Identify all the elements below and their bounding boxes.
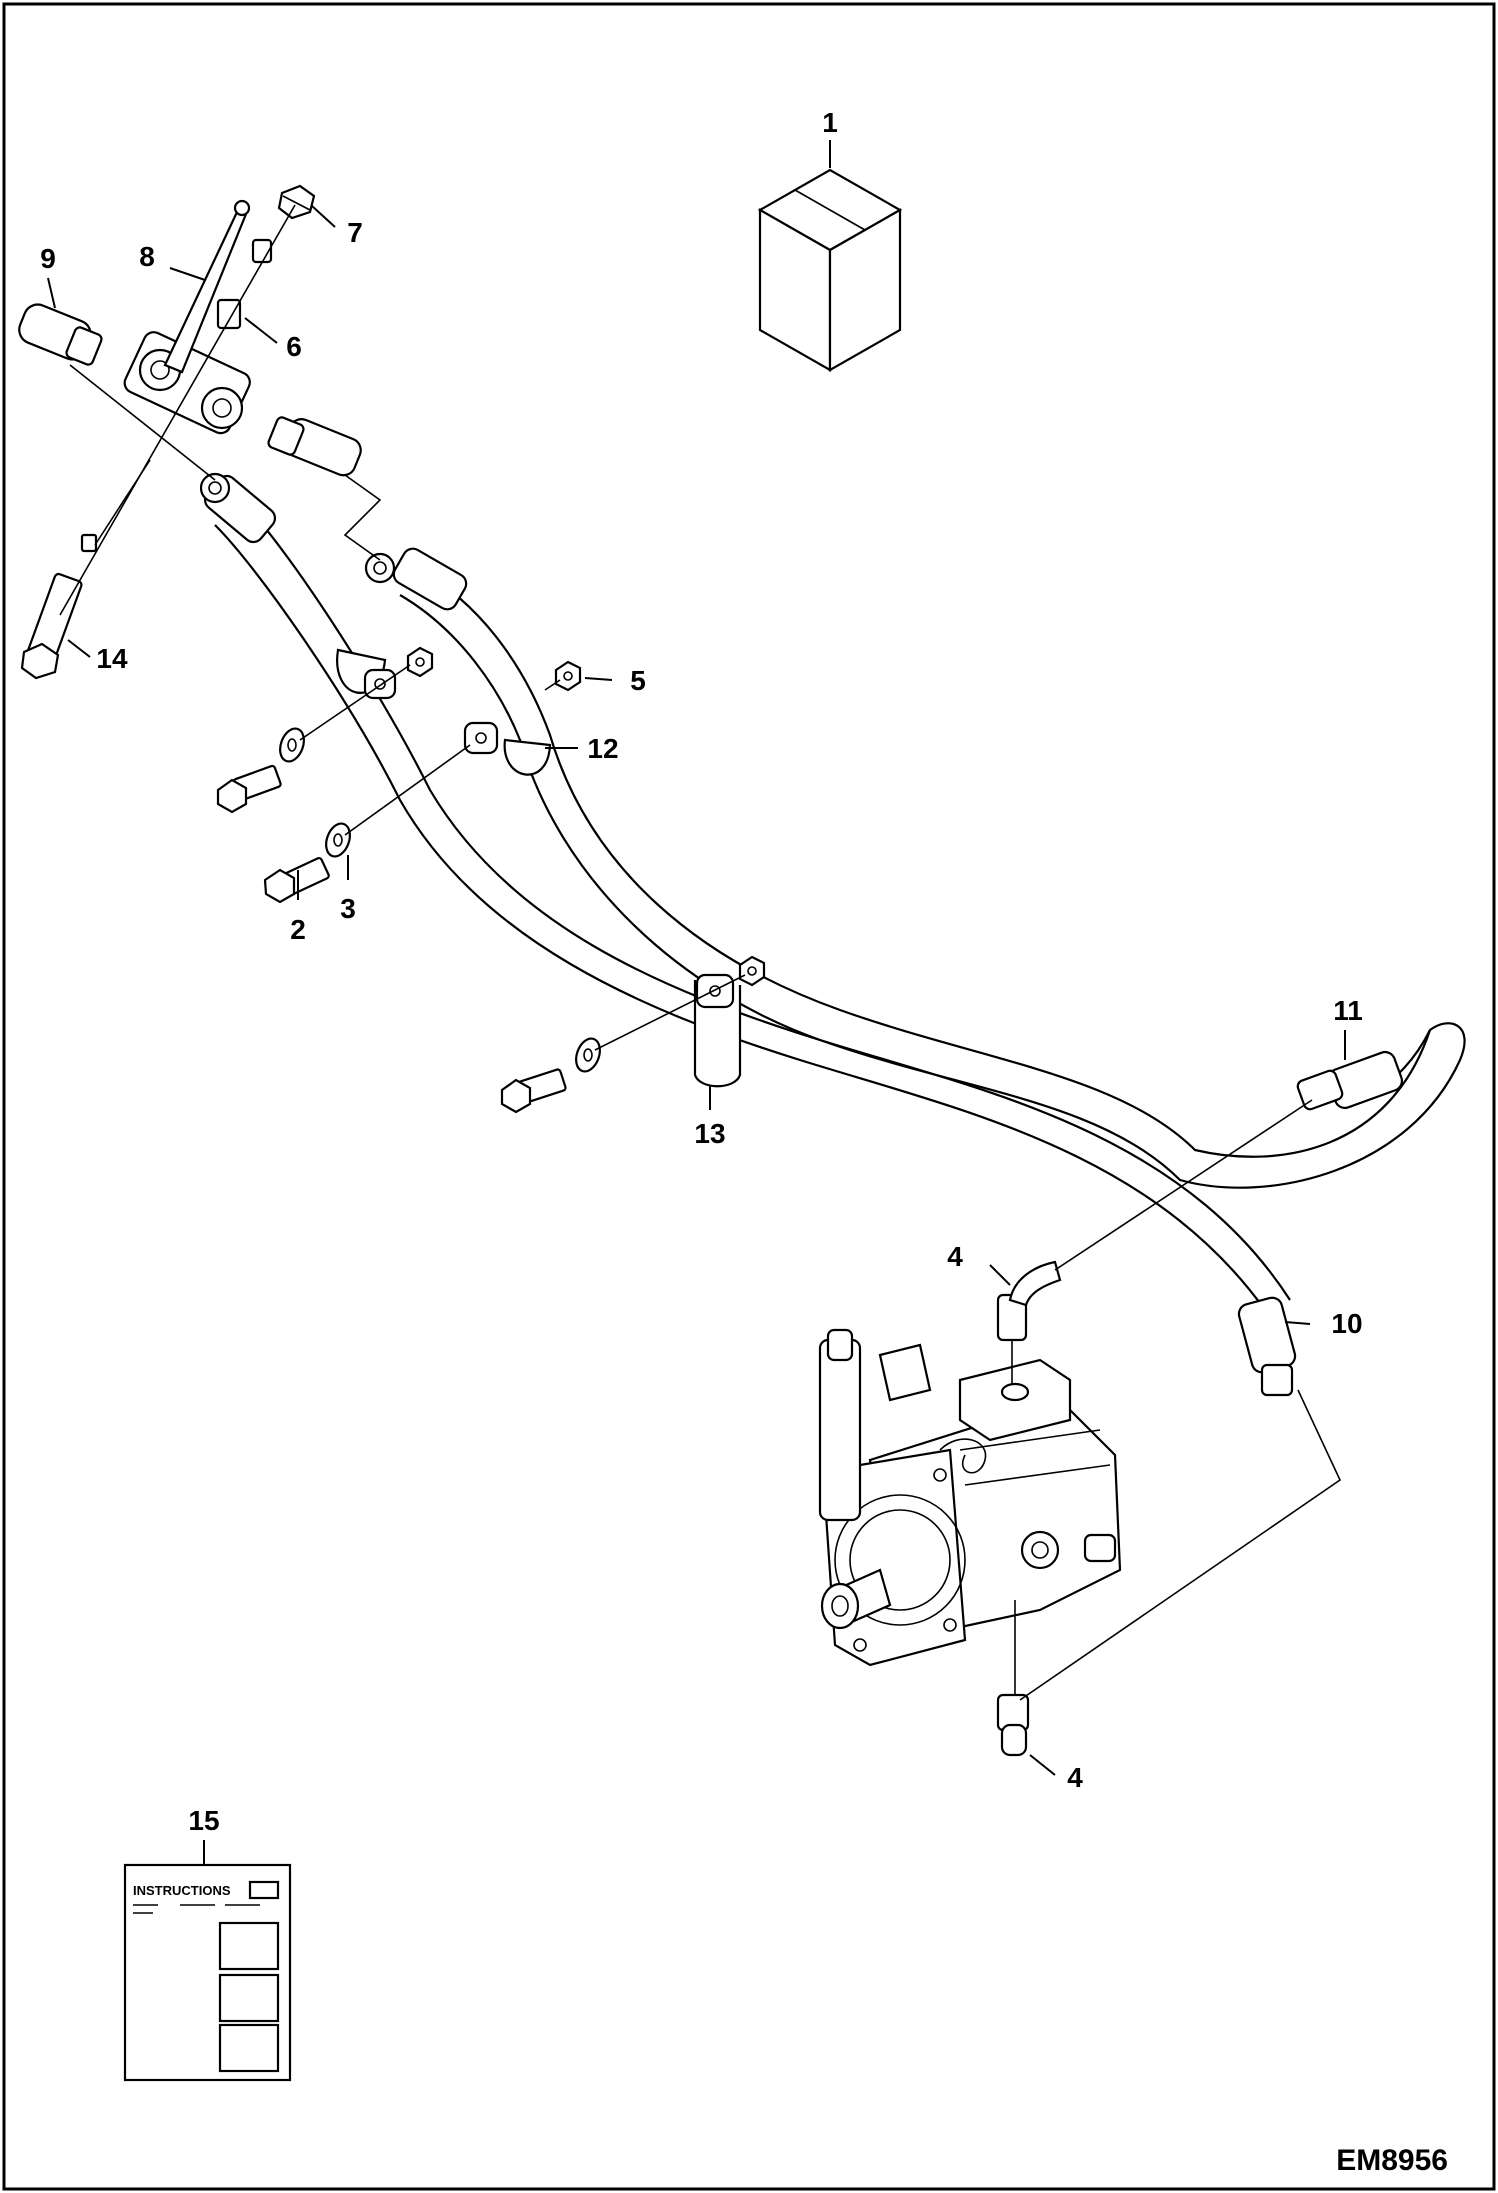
assembly-line-13	[594, 974, 746, 1051]
bolt-13	[500, 1068, 567, 1114]
callout-4-upper: 4	[947, 1241, 963, 1272]
callout-6: 6	[286, 331, 302, 362]
hose-fitting-11	[1296, 1050, 1404, 1111]
valve-fitting-line	[69, 364, 216, 481]
hose-fitting-upper-right	[364, 547, 468, 611]
nut-upper	[406, 646, 434, 678]
nut-13	[738, 955, 766, 987]
valve-nut-7	[277, 184, 316, 220]
bolt-2	[263, 857, 330, 904]
valve-bolt-line-2	[94, 459, 151, 546]
callout-11: 11	[1333, 995, 1363, 1026]
pump-line-11	[1054, 1099, 1313, 1271]
callout-13: 13	[694, 1118, 725, 1149]
callout-4-lower: 4	[1067, 1762, 1083, 1793]
hose-fitting-10	[1237, 1296, 1297, 1397]
callout-9: 9	[40, 243, 56, 274]
clamp-upper-left	[336, 648, 397, 700]
straight-fitting-4-lower	[996, 1693, 1030, 1757]
assembly-line-2	[344, 744, 471, 836]
hose-10	[214, 509, 1291, 1311]
valve-handle	[163, 199, 251, 374]
clamp-13	[693, 973, 742, 1088]
callout-8: 8	[139, 241, 155, 272]
callout-15: 15	[188, 1805, 219, 1836]
hydraulic-pump	[818, 1328, 1122, 1667]
valve-bolt-14	[20, 533, 98, 680]
callout-10: 10	[1331, 1308, 1362, 1339]
nut-5	[554, 660, 582, 692]
valve-fitting-9	[18, 303, 103, 366]
valve-outlet-fitting	[267, 416, 362, 477]
callout-1: 1	[822, 107, 838, 138]
washer-upper	[279, 727, 305, 763]
washer-13	[575, 1037, 601, 1073]
bolt-upper	[216, 764, 282, 814]
washer-3	[325, 822, 351, 858]
operator-manual: INSTRUCTIONS	[123, 1863, 292, 2082]
assembly-line-upper	[299, 664, 411, 741]
hose-fitting-upper-left	[199, 472, 277, 544]
pump-line-10	[1019, 1389, 1342, 1701]
valve-bolt-line	[59, 204, 296, 616]
valve-outlet-line	[343, 474, 382, 561]
manual-title: INSTRUCTIONS	[133, 1883, 231, 1898]
callout-12: 12	[587, 733, 618, 764]
callout-3: 3	[340, 893, 356, 924]
assembly-line-5	[544, 679, 561, 691]
callout-2: 2	[290, 914, 306, 945]
drawing-code: EM8956	[1336, 2144, 1448, 2177]
callout-7: 7	[347, 217, 363, 248]
callout-14: 14	[96, 643, 128, 674]
clamp-12	[463, 721, 552, 776]
elbow-fitting-4-upper	[996, 1260, 1062, 1342]
leader-lines	[47, 140, 1346, 1866]
kit-box	[757, 168, 903, 372]
callout-5: 5	[630, 665, 646, 696]
